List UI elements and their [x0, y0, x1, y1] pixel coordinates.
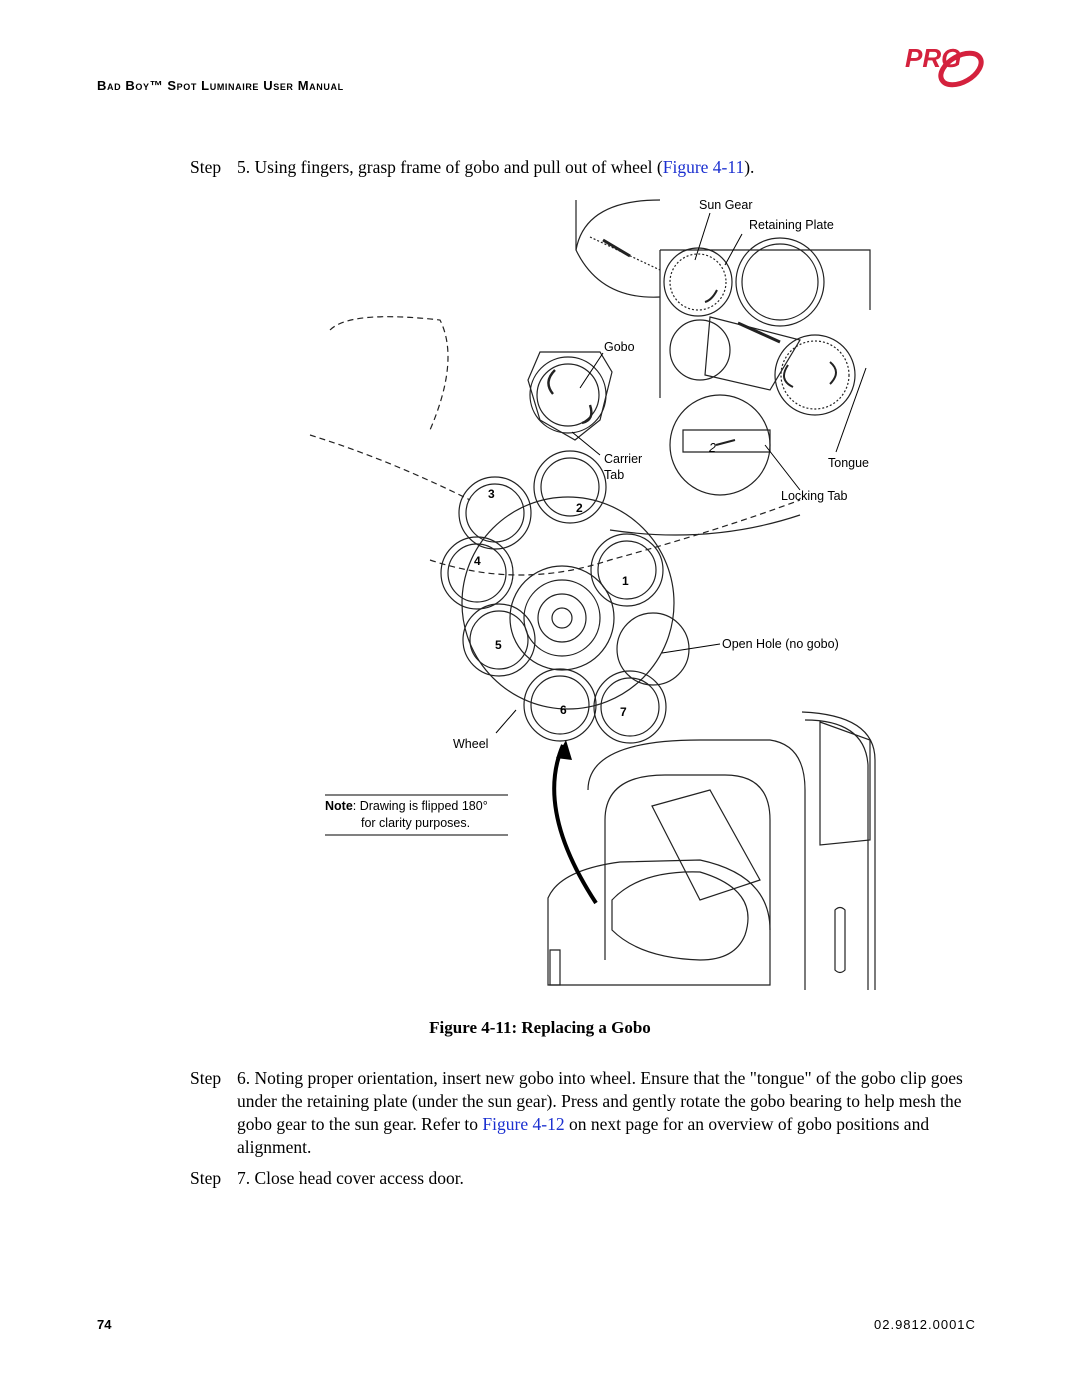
tab-label: Tab: [604, 468, 624, 482]
position-number: 5: [495, 638, 502, 652]
open-hole-label: Open Hole (no gobo): [722, 637, 839, 651]
step-label: Step: [190, 157, 222, 177]
figure-note-line2: for clarity purposes.: [361, 816, 470, 830]
carrier-label: Carrier: [604, 452, 642, 466]
running-header: Bad Boy™ Spot Luminaire User Manual: [97, 78, 344, 93]
step-number: 7.: [237, 1168, 251, 1188]
sun-gear-label: Sun Gear: [699, 198, 753, 212]
prg-logo: PRG: [905, 43, 984, 88]
page-number: 74: [97, 1317, 112, 1332]
step-number: 5.: [237, 157, 251, 177]
position-number: 3: [488, 487, 495, 501]
retaining-plate-label: Retaining Plate: [749, 218, 834, 232]
step-number: 6.: [237, 1068, 251, 1088]
document-number: 02.9812.0001C: [874, 1317, 976, 1332]
position-number: 1: [622, 574, 629, 588]
gobo-label: Gobo: [604, 340, 635, 354]
wheel-label: Wheel: [453, 737, 488, 751]
figure-link[interactable]: Figure 4-11: [662, 157, 745, 177]
position-number: 2: [576, 501, 583, 515]
inset-number: 2: [708, 441, 716, 455]
gobo-replacement-illustration: Sun Gear Retaining Plate Gobo Carrier Ta…: [309, 198, 876, 990]
step-label: Step: [190, 1168, 222, 1188]
position-number: 7: [620, 705, 627, 719]
position-number: 4: [474, 554, 481, 568]
step-label: Step: [190, 1068, 222, 1088]
position-number: 6: [560, 703, 567, 717]
figure-caption: Figure 4-11: Replacing a Gobo: [429, 1018, 651, 1037]
figure-link[interactable]: Figure 4-12: [482, 1114, 565, 1134]
locking-tab-label: Locking Tab: [781, 489, 848, 503]
tongue-label: Tongue: [828, 456, 869, 470]
figure-note: Note: Drawing is flipped 180°: [325, 799, 488, 813]
svg-text:PRG: PRG: [905, 43, 961, 73]
